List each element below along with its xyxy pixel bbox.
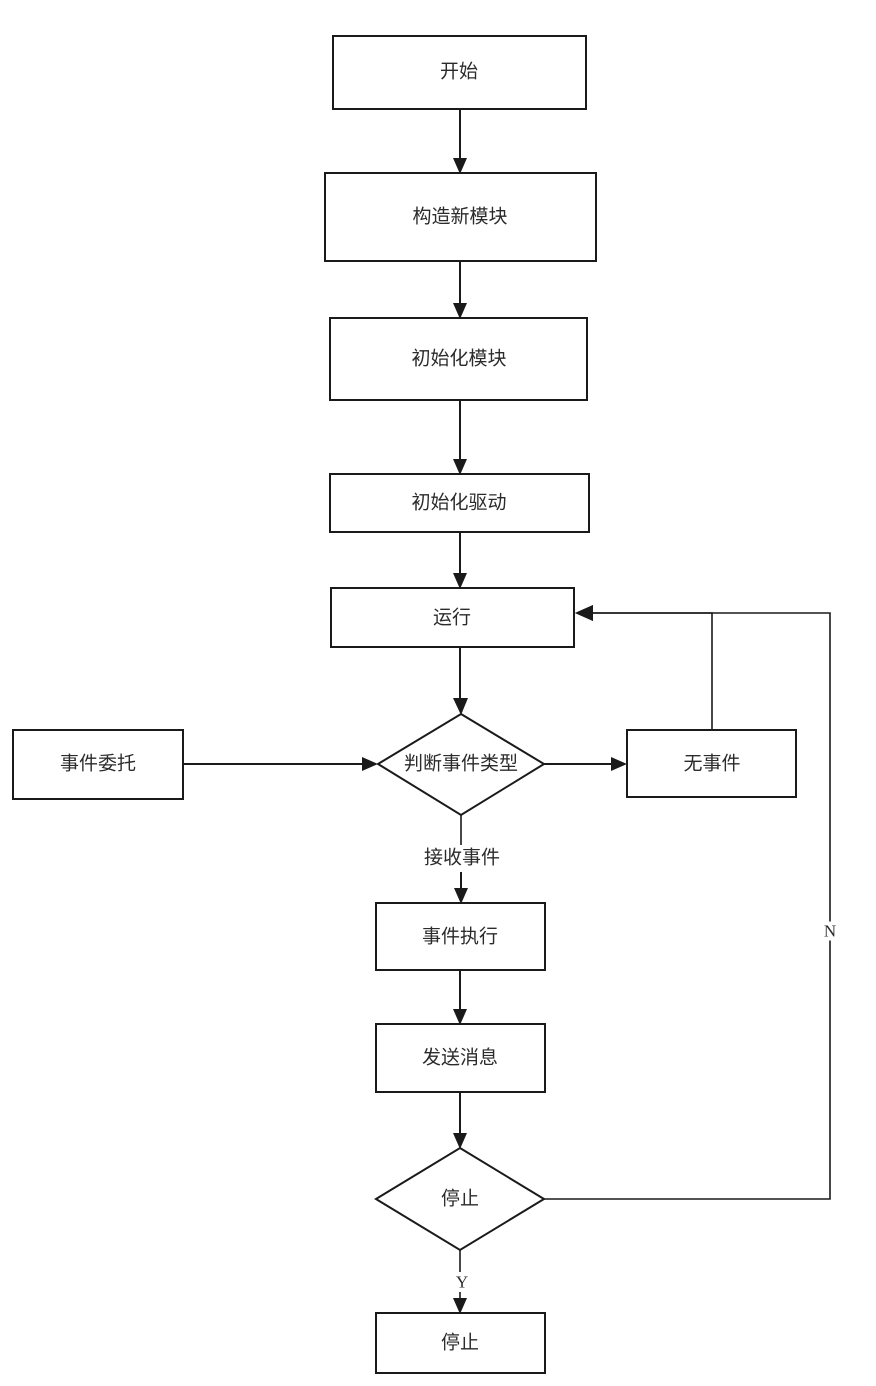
edge-run-to-judge	[453, 647, 468, 715]
edge-no-event-to-run	[575, 605, 713, 730]
node-label-build: 构造新模块	[412, 206, 508, 228]
edge-init-module-to-init-driver	[453, 400, 467, 475]
node-init-driver-shape[interactable]	[329, 473, 590, 533]
edge-label-branch-y: Y	[452, 1272, 472, 1292]
node-run-shape[interactable]	[330, 587, 575, 648]
node-label-stop-check: 停止	[440, 1188, 480, 1210]
edge-delegate-to-judge	[183, 757, 378, 771]
edge-label-receive-event: 接收事件	[420, 848, 504, 868]
node-start-shape[interactable]	[332, 35, 587, 110]
node-delegate-shape[interactable]	[12, 729, 184, 800]
edge-init-driver-to-run	[453, 532, 467, 589]
edge-send-msg-to-stop-check	[453, 1092, 467, 1149]
edge-stop-check-to-stop-end	[453, 1250, 467, 1314]
edge-stop-check-to-run	[544, 605, 831, 1200]
edge-judge-to-no-event	[544, 757, 627, 771]
edge-build-to-init-module	[453, 261, 467, 319]
edge-label-branch-n: N	[820, 921, 840, 941]
node-init-module-shape[interactable]	[329, 317, 588, 401]
node-label-stop-end: 停止	[440, 1332, 480, 1354]
edge-start-to-build	[453, 109, 467, 174]
edge-exec-to-send-msg	[453, 970, 467, 1025]
node-label-no-event: 无事件	[683, 753, 741, 775]
node-label-send-msg: 发送消息	[421, 1047, 499, 1069]
node-label-delegate: 事件委托	[59, 753, 137, 775]
node-label-judge: 判断事件类型	[403, 753, 519, 775]
edge-judge-to-exec	[454, 815, 468, 904]
node-label-init-module: 初始化模块	[411, 348, 507, 370]
node-label-exec: 事件执行	[421, 926, 499, 948]
node-build-shape[interactable]	[324, 172, 597, 262]
node-label-run: 运行	[432, 607, 472, 629]
node-label-init-driver: 初始化驱动	[411, 492, 507, 514]
node-stop-end-shape[interactable]	[375, 1312, 546, 1374]
node-no-event-shape[interactable]	[626, 729, 797, 798]
node-label-start: 开始	[439, 61, 479, 83]
